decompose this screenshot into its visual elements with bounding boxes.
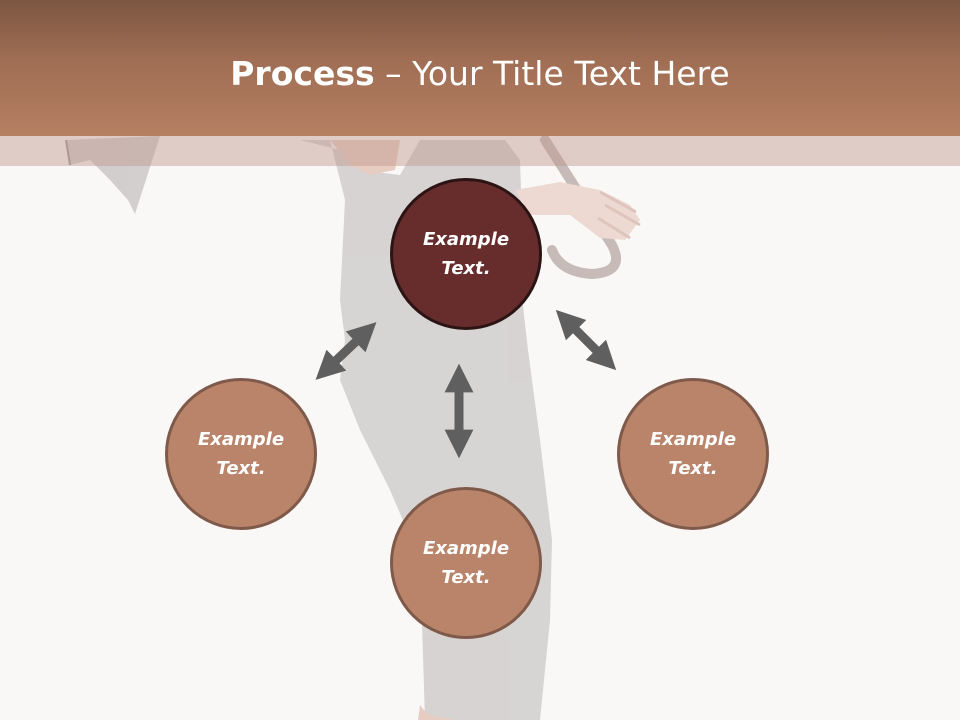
slide-title: Process – Your Title Text Here xyxy=(0,52,960,96)
title-bold: Process xyxy=(230,54,375,93)
node-bottom-line2: Text. xyxy=(441,567,491,588)
node-bottom-line1: Example xyxy=(422,538,510,559)
node-left-line2: Text. xyxy=(216,458,266,479)
node-right-line2: Text. xyxy=(668,458,718,479)
arrow-right-diagonal xyxy=(555,309,617,371)
title-rest: – Your Title Text Here xyxy=(374,54,730,93)
node-top-line2: Text. xyxy=(441,258,491,279)
arrow-left-diagonal xyxy=(315,322,377,380)
title-bar xyxy=(0,0,960,136)
node-top-line1: Example xyxy=(422,229,510,250)
node-right-line1: Example xyxy=(649,429,737,450)
node-left-line1: Example xyxy=(197,429,285,450)
title-underband xyxy=(0,136,960,166)
